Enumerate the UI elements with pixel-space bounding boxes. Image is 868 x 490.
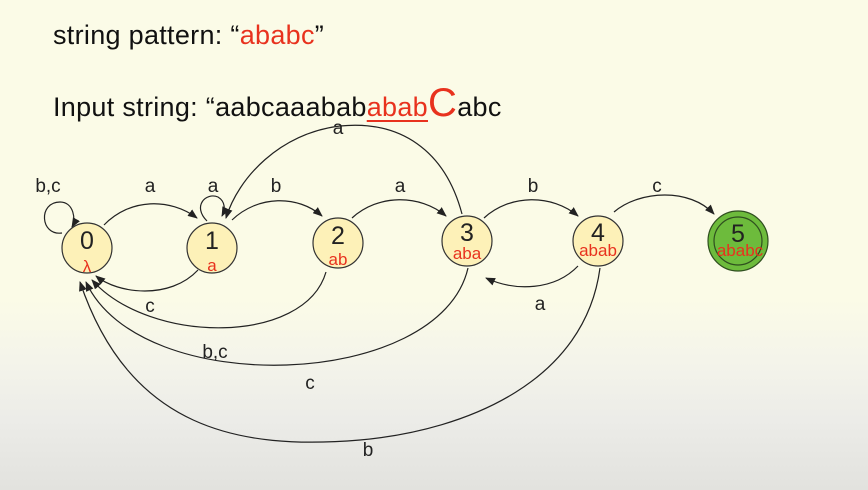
state-2: 2 ab	[312, 217, 364, 269]
state-4: 4 abab	[572, 215, 624, 267]
state-0: 0 λ	[61, 222, 113, 276]
edge-label-1-1: a	[208, 176, 219, 197]
edge-3-1	[224, 124, 463, 219]
edge-label-4-5: c	[652, 176, 662, 197]
edge-label-1-0: c	[145, 296, 155, 317]
state-1: 1 a	[186, 222, 238, 275]
edge-4-3	[485, 265, 579, 288]
input-big-char: C	[428, 81, 458, 125]
state-0-id: 0	[80, 227, 94, 255]
edge-2-0	[91, 271, 327, 329]
state-5-label: ababc	[717, 241, 764, 260]
state-5: 5 ababc	[707, 210, 769, 272]
state-1-id: 1	[205, 227, 219, 255]
state-4-circle	[572, 215, 624, 267]
state-0-label: λ	[83, 257, 92, 276]
state-4-id: 4	[591, 219, 605, 247]
state-5-inner-ring	[713, 216, 763, 266]
state-2-circle	[312, 217, 364, 269]
edge-1-0	[95, 269, 199, 292]
edge-1-1	[200, 195, 230, 222]
state-5-id: 5	[731, 220, 745, 248]
pattern-line: string pattern: “ababc”	[53, 20, 324, 51]
state-1-label: a	[207, 256, 217, 275]
edge-label-1-2: b	[271, 176, 282, 197]
state-4-label: abab	[579, 241, 617, 260]
edge-label-0-1: a	[145, 176, 156, 197]
state-3-circle	[441, 215, 493, 267]
state-3-label: aba	[453, 244, 482, 263]
input-match: abab	[366, 92, 428, 122]
edge-label-3-4: b	[528, 176, 539, 197]
input-prefix: Input string: “	[53, 92, 216, 122]
edge-label-4-3: a	[535, 294, 546, 315]
edge-4-0	[79, 267, 601, 443]
edge-label-3-1: a	[333, 118, 344, 139]
input-rest: abc	[457, 92, 502, 122]
pattern-suffix: ”	[314, 20, 325, 50]
edge-2-3	[351, 199, 447, 219]
state-1-circle	[186, 222, 238, 274]
edge-label-3-0: c	[305, 373, 315, 394]
edge-label-2-0: b,c	[202, 342, 227, 363]
pattern-value: ababc	[239, 20, 315, 50]
edge-label-0-0: b,c	[35, 176, 60, 197]
edge-0-1	[103, 203, 198, 226]
state-0-circle	[61, 222, 113, 274]
edge-label-2-3: a	[395, 176, 406, 197]
edge-label-4-0: b	[363, 440, 374, 461]
edge-3-4	[483, 199, 579, 219]
edge-3-0	[85, 267, 469, 366]
edge-1-2	[231, 200, 323, 221]
pattern-prefix: string pattern: “	[53, 20, 240, 50]
input-plain: aabcaaabab	[215, 92, 367, 122]
edge-0-0	[43, 201, 80, 234]
state-3-id: 3	[460, 219, 474, 247]
state-2-id: 2	[331, 222, 345, 250]
state-2-label: ab	[329, 250, 348, 269]
edge-4-5	[613, 194, 715, 215]
state-3: 3 aba	[441, 215, 493, 267]
input-line: Input string: “aabcaaababababCabc	[53, 83, 502, 123]
